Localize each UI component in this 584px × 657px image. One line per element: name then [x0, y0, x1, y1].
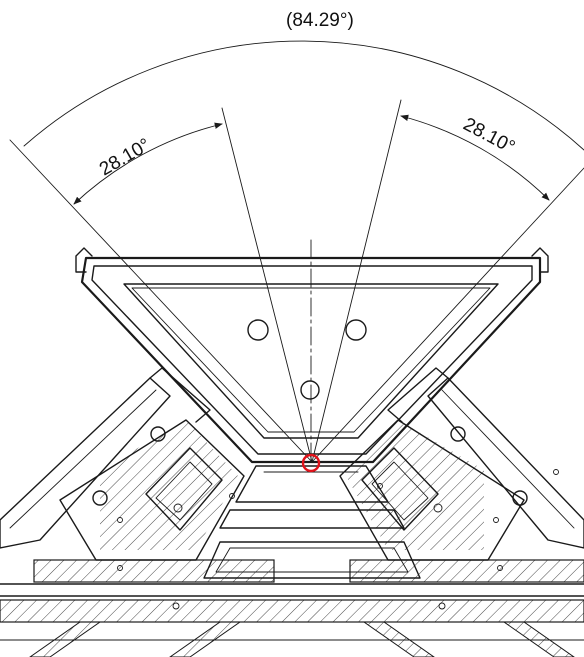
total-angle-arc: [23, 40, 584, 151]
total-angle-label: (84.29°): [286, 10, 354, 31]
right-angle-arc: [400, 114, 550, 201]
dimension-lines: [9, 99, 584, 463]
left-angle-label: 28.10°: [96, 135, 154, 181]
right-arm: [339, 367, 584, 561]
focal-point-marker: [301, 453, 321, 473]
left-arm: [0, 367, 245, 561]
base-plates: [0, 541, 584, 623]
lower-struts: [0, 621, 584, 657]
right-angle-label: 28.10°: [460, 114, 519, 158]
funnel-body: [75, 247, 549, 464]
left-angle-arc: [73, 122, 223, 205]
